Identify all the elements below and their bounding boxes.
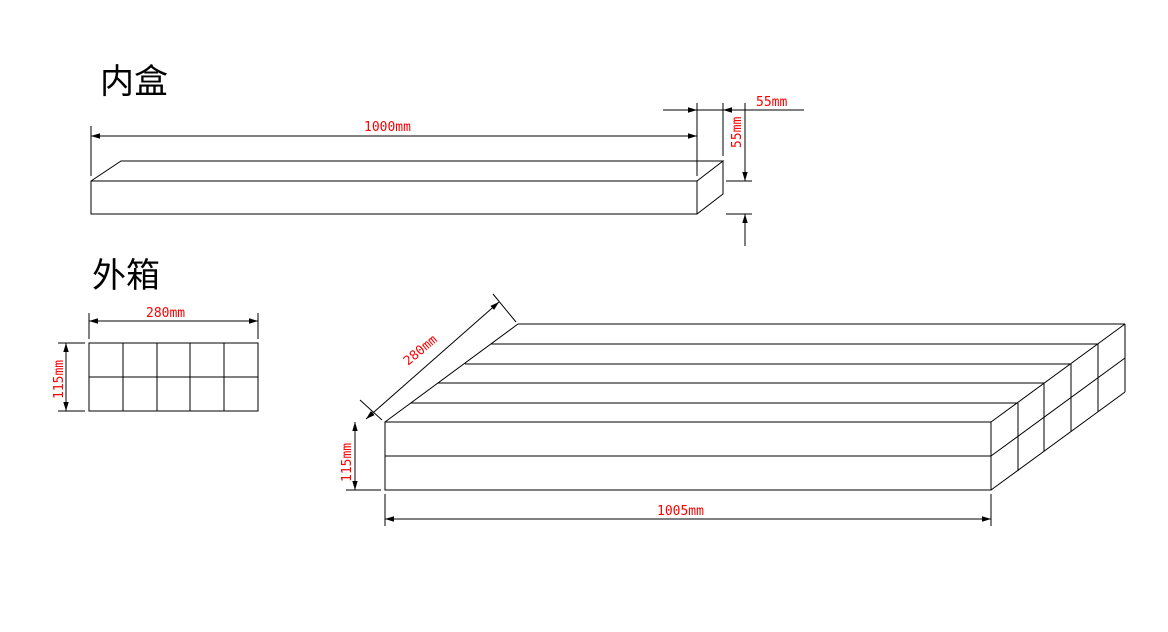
inner-box-front-face [90,180,698,215]
outer-box-iso-depth-label: 280mm [401,332,441,369]
outer-box-heading: 外箱 [92,256,160,296]
outer-box-isometric-view [384,323,1126,491]
inner-box-top-face [90,160,725,182]
outer-box-front-width-dimension: 280mm [88,306,259,339]
outer-box-front-height-label: 115mm [52,360,67,399]
inner-box-end-face [696,161,724,215]
inner-box-heading: 内盒 [100,62,168,102]
inner-box-length-label: 1000mm [364,120,411,135]
outer-box-front-width-label: 280mm [146,306,185,321]
outer-box-iso-length-dimension: 1005mm [384,494,992,526]
outer-box-front-view [88,342,259,412]
inner-box-width-label: 55mm [756,95,787,110]
outer-box-front-height-dimension: 115mm [52,342,85,412]
inner-box-height-dimension: 55mm [726,103,752,246]
outer-box-iso-depth-dimension: 280mm [359,293,517,421]
outer-box-iso-height-label: 115mm [340,443,355,482]
inner-box-width-dimension: 55mm [663,95,804,156]
inner-box-drawing [90,160,725,215]
inner-box-height-label: 55mm [730,117,745,148]
outer-box-iso-length-label: 1005mm [657,504,704,519]
outer-box-iso-height-dimension: 115mm [340,422,381,491]
inner-box-length-dimension: 1000mm [90,103,698,176]
